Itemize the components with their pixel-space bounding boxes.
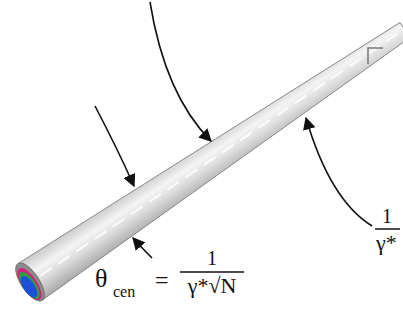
beam-end-rings	[10, 259, 49, 306]
bracket	[368, 48, 383, 64]
angle-symbol: θ	[95, 266, 107, 292]
beam-axis-streak	[40, 32, 400, 276]
beam-tube	[18, 23, 403, 301]
denominator: γ*	[376, 232, 397, 254]
subscript: cen	[113, 284, 135, 300]
equals-sign: =	[155, 268, 169, 292]
numerator: 1	[382, 206, 392, 226]
denominator: γ*√N	[188, 275, 237, 297]
fraction-bar	[180, 271, 244, 273]
fraction-bar	[375, 228, 400, 230]
numerator: 1	[207, 248, 217, 268]
pointer-arrow	[306, 118, 372, 226]
pointer-arrow	[95, 106, 134, 186]
pointer-arrow	[150, 2, 211, 141]
pointer-arrow	[133, 238, 152, 258]
